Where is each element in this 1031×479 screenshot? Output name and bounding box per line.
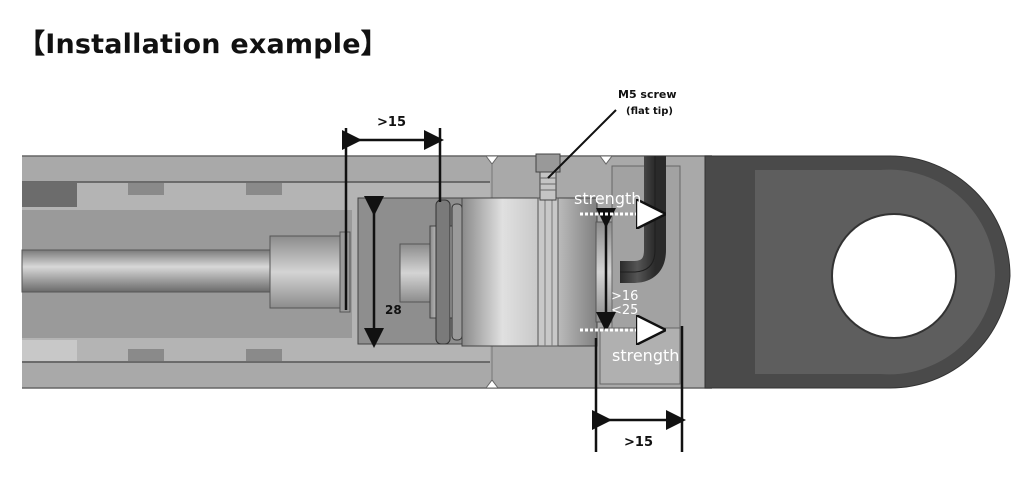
dimension-bore-label: 28 [385,303,402,317]
piston-rod [21,231,351,313]
dimension-bottom-gap: >15 [592,326,686,452]
dimension-top-gap: >15 [342,115,444,310]
screw-callout-line2: (flat tip) [626,106,673,117]
dimension-max-label: <25 [611,303,638,318]
clevis-end [704,155,1011,389]
dimension-inner-range: >16 <25 [596,208,638,332]
dimension-bottom-gap-label: >15 [624,435,653,450]
strength-arrow-upper: strength [574,189,642,214]
screw-callout: M5 screw (flat tip) [547,88,677,179]
dimension-top-gap-label: >15 [377,115,406,130]
strength-label-lower: strength [612,346,679,365]
strength-arrow-lower: strength [580,330,679,365]
m5-screw [535,153,561,201]
strength-label-upper: strength [574,189,641,208]
diagram-title: 【Installation example】 [18,29,388,60]
dimension-bore-diameter: 28 [364,196,402,348]
dimension-min-label: >16 [611,289,638,304]
screw-callout-line1: M5 screw [618,88,677,101]
